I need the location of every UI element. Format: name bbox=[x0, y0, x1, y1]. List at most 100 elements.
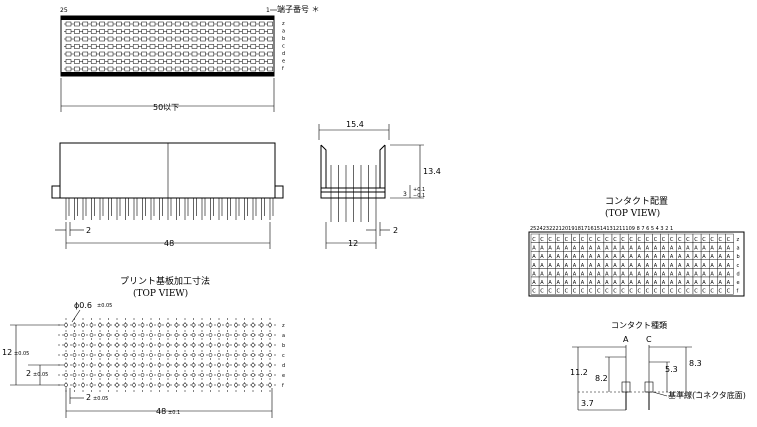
contact-cell-type: A bbox=[573, 280, 577, 286]
pcb-hole bbox=[208, 323, 213, 327]
top-pin bbox=[233, 66, 240, 72]
dim-5-3: 5.3 bbox=[665, 365, 678, 374]
pcb-hole bbox=[132, 333, 136, 337]
top-pin bbox=[233, 44, 240, 49]
pcb-hole bbox=[157, 353, 162, 357]
pcb-hole bbox=[166, 383, 170, 387]
contact-cell-type: C bbox=[565, 237, 569, 243]
pcb-hole bbox=[132, 343, 136, 347]
top-pin bbox=[166, 21, 173, 27]
top-pin bbox=[158, 29, 164, 34]
top-pin bbox=[116, 36, 122, 42]
top-pin bbox=[208, 44, 215, 49]
pcb-hole bbox=[225, 383, 230, 387]
pcb-hole bbox=[174, 373, 179, 377]
top-pin bbox=[124, 51, 131, 57]
pcb-dim-12: 12 bbox=[2, 348, 12, 357]
pcb-hole bbox=[217, 323, 221, 327]
pcb-hole bbox=[183, 353, 187, 357]
contact-cell-type: A bbox=[565, 254, 569, 260]
contact-row-letter: z bbox=[737, 237, 740, 243]
top-pin bbox=[174, 66, 181, 72]
contact-cell-type: C bbox=[710, 237, 714, 243]
contact-cell-type: A bbox=[605, 271, 609, 277]
contact-cell-type: C bbox=[646, 289, 650, 295]
pcb-hole bbox=[106, 383, 111, 387]
pcb-row-letter: d bbox=[282, 363, 285, 369]
side-base-12: 12 bbox=[348, 239, 358, 248]
pcb-hole bbox=[106, 373, 111, 377]
pcb-hole bbox=[242, 353, 247, 357]
contact-cell-type: C bbox=[719, 289, 723, 295]
top-pin bbox=[90, 36, 97, 42]
contact-cell-type: A bbox=[597, 263, 601, 269]
contact-cell-type: C bbox=[589, 237, 593, 243]
pcb-hole bbox=[191, 323, 196, 327]
contact-cell-type: A bbox=[719, 254, 723, 260]
top-pin bbox=[158, 59, 164, 64]
contact-cell-type: A bbox=[678, 263, 682, 269]
contact-cell-type: C bbox=[686, 289, 690, 295]
top-row-letter: d bbox=[282, 51, 285, 57]
pcb-hole bbox=[191, 343, 196, 347]
pcb-hole bbox=[123, 373, 128, 377]
pcb-hole bbox=[132, 383, 136, 387]
top-pin bbox=[82, 66, 89, 72]
dim-11-2: 11.2 bbox=[570, 368, 588, 377]
contact-cell-type: C bbox=[557, 289, 561, 295]
contact-cell-type: A bbox=[597, 271, 601, 277]
pcb-hole bbox=[149, 373, 153, 377]
pcb-hole bbox=[208, 353, 213, 357]
pcb-hole bbox=[140, 383, 145, 387]
top-pin bbox=[82, 51, 89, 57]
top-pin bbox=[242, 44, 248, 49]
contact-cell-type: A bbox=[646, 271, 650, 277]
contact-types: コンタクト種類 A C 11.2 8.2 8.3 5.3 3.7 基準線(コネク… bbox=[570, 320, 746, 411]
contact-cell-type: A bbox=[621, 254, 625, 260]
pcb-dim-2v-tol: ±0.05 bbox=[33, 372, 48, 378]
pcb-hole bbox=[200, 383, 204, 387]
pcb-row-letter: e bbox=[282, 373, 285, 379]
pcb-hole bbox=[81, 383, 85, 387]
contact-cell-type: A bbox=[694, 280, 698, 286]
top-pin bbox=[124, 44, 131, 49]
pcb-hole bbox=[234, 333, 238, 337]
bottom-edge-band bbox=[61, 72, 274, 76]
pcb-hole bbox=[166, 373, 170, 377]
pcb-hole bbox=[225, 353, 230, 357]
pcb-row-letter: c bbox=[282, 353, 285, 359]
pcb-hole bbox=[106, 343, 111, 347]
contact-cell-type: C bbox=[581, 289, 585, 295]
pcb-row-letter: f bbox=[282, 383, 284, 389]
pcb-hole bbox=[115, 363, 119, 367]
contact-cell-type: A bbox=[573, 263, 577, 269]
contact-cell-type: A bbox=[670, 280, 674, 286]
side-tol-plus: +0.1 bbox=[413, 187, 425, 193]
pcb-hole bbox=[234, 343, 238, 347]
top-pin bbox=[233, 51, 240, 57]
top-pin bbox=[74, 51, 80, 57]
top-pin bbox=[149, 59, 156, 64]
pcb-hole bbox=[64, 383, 68, 387]
contact-cell-type: A bbox=[719, 280, 723, 286]
contact-cell-type: A bbox=[686, 263, 690, 269]
contact-cell-type: A bbox=[694, 263, 698, 269]
dim-8-2: 8.2 bbox=[595, 374, 608, 383]
pcb-hole bbox=[166, 333, 170, 337]
front-view: 2 48 bbox=[51, 142, 284, 249]
contact-cell-type: A bbox=[710, 254, 714, 260]
contact-cell-type: A bbox=[694, 254, 698, 260]
contact-cell-type: A bbox=[548, 254, 552, 260]
pcb-hole bbox=[217, 353, 221, 357]
contact-cell-type: A bbox=[589, 246, 593, 252]
pcb-hole bbox=[149, 343, 153, 347]
contact-cell-type: A bbox=[629, 271, 633, 277]
pcb-hole bbox=[225, 343, 230, 347]
pcb-hole bbox=[251, 353, 255, 357]
contact-cell-type: A bbox=[638, 271, 642, 277]
contact-cell-type: A bbox=[727, 246, 731, 252]
pcb-hole bbox=[89, 353, 94, 357]
contact-cell-type: A bbox=[548, 271, 552, 277]
pcb-dim-2h-tol: ±0.05 bbox=[93, 396, 108, 402]
pcb-hole bbox=[157, 333, 162, 337]
